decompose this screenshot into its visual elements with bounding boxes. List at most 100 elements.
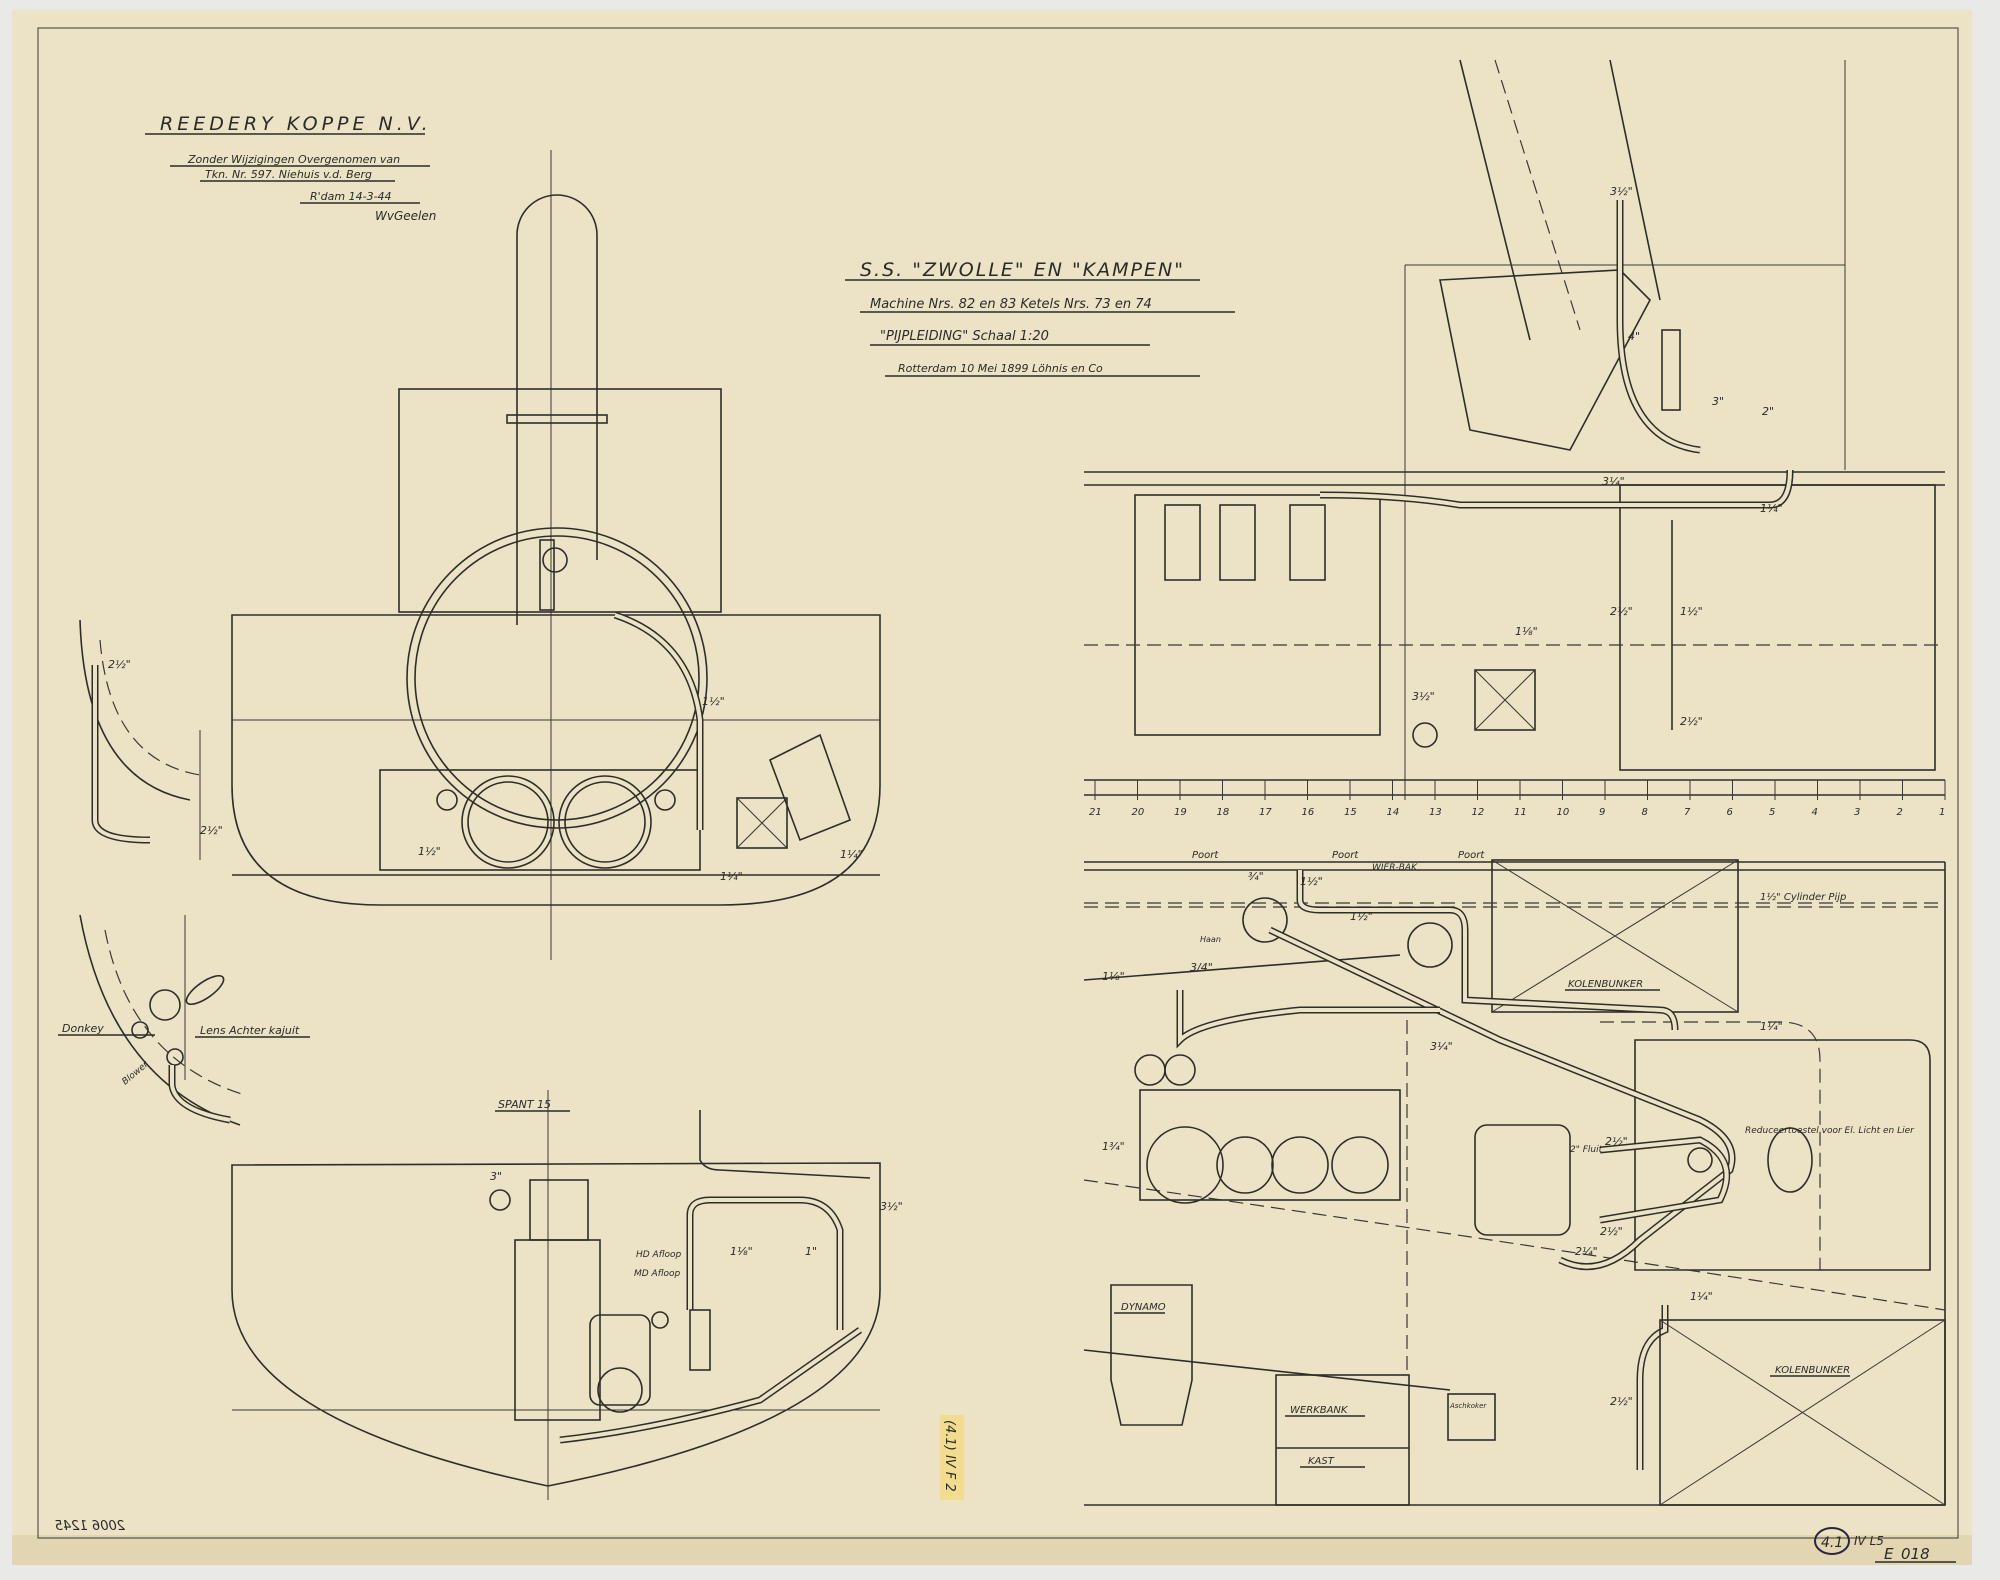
machine-numbers: Machine Nrs. 82 en 83 Ketels Nrs. 73 en … (870, 297, 1152, 312)
label-aschkoker: Aschkoker (1449, 1402, 1487, 1410)
label-hd-afloop: HD Afloop (636, 1250, 682, 1260)
pipe-size-label: 1¼" (840, 848, 863, 861)
pipe-size-label: 1⅛" (730, 1245, 753, 1258)
frame-number: 9 (1599, 807, 1605, 818)
pipe-size-label: 3¼" (1602, 475, 1625, 488)
frame-number: 2 (1897, 807, 1903, 818)
label-donkey: Donkey (62, 1022, 104, 1035)
owner-title: REEDERY KOPPE N.V. (160, 113, 432, 135)
frame-15-cross-section: SPANT 15 HD Afloop MD Afloop 1⅛" 1" 3½" … (231, 1090, 903, 1500)
label-spant-15: SPANT 15 (498, 1098, 551, 1111)
frame-number: 14 (1387, 807, 1400, 818)
frame-number: 7 (1684, 807, 1691, 818)
boiler-cross-section: 1½" 1¼" 1½" 1¼" (231, 150, 881, 960)
pipe-size-label: 1½" (418, 845, 441, 858)
pipe-size-label: 1⅛" (1515, 625, 1538, 638)
frame-number: 8 (1642, 807, 1648, 818)
pipe-size-label: 2¼" (1575, 1245, 1598, 1258)
pipe-size-label: 1½" (1350, 910, 1373, 923)
pipe-size-label: 1¼" (720, 870, 743, 883)
paper (12, 10, 1972, 1565)
frame-number: 15 (1344, 807, 1357, 818)
pipe-size-label: 3½" (880, 1200, 903, 1213)
frame-number: 21 (1089, 807, 1102, 818)
pipe-size-label: 2½" (1610, 1395, 1633, 1408)
archive-tag: (4.1) IV F 2 (940, 1415, 964, 1500)
frame-number: 10 (1557, 807, 1570, 818)
label-cylinder-pijp: 1½" Cylinder Pijp (1760, 891, 1846, 903)
side-sketch-upper: 2½" 2½" (79, 619, 223, 860)
frame-number: 18 (1217, 807, 1230, 818)
pipe-size-label: ¾" (1248, 870, 1264, 883)
pipe-size-label: 2½" (1680, 715, 1703, 728)
pipe-size-label: 3½" (1610, 185, 1633, 198)
frame-number: 17 (1259, 807, 1272, 818)
pipe-size-label: 3½" (1412, 690, 1435, 703)
pencil-number: 2006 1245 (55, 1519, 125, 1534)
stamp-number: E_018 (1884, 1545, 1930, 1564)
label-poort: Poort (1192, 850, 1219, 861)
pipe-size-label: 1¼" (1690, 1290, 1713, 1303)
pipe-size-label: 2" (1762, 405, 1774, 418)
pipe-size-label: 1" (805, 1245, 817, 1258)
frame-number: 3 (1854, 807, 1860, 818)
pipe-size-label: 1¼" (1760, 1020, 1783, 1033)
label-fluit: 2" Fluit (1570, 1145, 1603, 1155)
pipe-size-label: 1½" (1300, 875, 1323, 888)
label-werkbank: WERKBANK (1290, 1405, 1349, 1416)
engine-room-plan: Poort Poort Poort WIER-BAK KOLENBUNKER 1… (1083, 850, 1946, 1506)
frame-number: 20 (1132, 807, 1145, 818)
archive-stamp: 4.1 IV L5 E_018 (1814, 1527, 1956, 1564)
frame-number: 1 (1939, 807, 1945, 818)
drawing-frame (37, 27, 1959, 1539)
pipe-size-label: 3" (1712, 395, 1724, 408)
pipe-size-label: 1½" (702, 695, 725, 708)
drawing-subject: "PIJPLEIDING" Schaal 1:20 (880, 329, 1049, 344)
label-dynamo: DYNAMO (1121, 1302, 1166, 1313)
date: R'dam 14-3-44 (310, 190, 392, 203)
pipe-size-label: 1⅛" (1102, 970, 1125, 983)
label-lens-achter-kajuit: Lens Achter kajuit (200, 1024, 300, 1037)
frame-number: 19 (1174, 807, 1187, 818)
frame-number: 5 (1769, 807, 1775, 818)
ship-name: S.S. "ZWOLLE" EN "KAMPEN" (860, 259, 1185, 281)
pipe-size-label: 1½" (1680, 605, 1703, 618)
note-line-1: Zonder Wijzigingen Overgenomen van (187, 153, 400, 166)
pipe-size-label: 1¾" (1102, 1140, 1125, 1153)
pipe-size-label: 3¼" (1430, 1040, 1453, 1053)
frame-number: 12 (1472, 807, 1485, 818)
label-reduceertoestel: Reduceertoestel voor El. Licht en Lier (1745, 1126, 1915, 1136)
label-poort: Poort (1332, 850, 1359, 861)
frame-number: 11 (1514, 807, 1527, 818)
note-line-2: Tkn. Nr. 597. Niehuis v.d. Berg (205, 168, 372, 181)
pipe-size-label: 3/4" (1190, 961, 1213, 974)
label-kolenbunker-lower: KOLENBUNKER (1775, 1365, 1850, 1376)
frame-number: 16 (1302, 807, 1315, 818)
stamp-circle-text: 4.1 (1821, 1535, 1843, 1551)
label-haan: Haan (1200, 935, 1221, 944)
pipe-size-label: 2½" (200, 824, 223, 837)
title-block: REEDERY KOPPE N.V. Zonder Wijzigingen Ov… (145, 113, 436, 223)
frame-number: 6 (1727, 807, 1733, 818)
label-kolenbunker-upper: KOLENBUNKER (1568, 979, 1643, 990)
label-md-afloop: MD Afloop (634, 1269, 681, 1279)
engine-room-elevation: 3½" 4" 3" 2" 3¼" 1¼" 1⅛" 2½" 1½" 3½" 2½"… (1084, 59, 1946, 818)
label-wierbak: WIER-BAK (1372, 863, 1418, 873)
pipe-size-label: 2½" (1605, 1135, 1628, 1148)
stamp-code: IV L5 (1854, 1534, 1884, 1548)
pipe-size-label: 2½" (108, 658, 131, 671)
drawing-origin: Rotterdam 10 Mei 1899 Löhnis en Co (898, 362, 1103, 375)
archive-tag-text: (4.1) IV F 2 (942, 1420, 957, 1492)
label-kast: KAST (1308, 1456, 1335, 1467)
drawing-title: S.S. "ZWOLLE" EN "KAMPEN" Machine Nrs. 8… (845, 259, 1235, 377)
frame-number: 4 (1812, 807, 1818, 818)
pipe-size-label: 4" (1628, 330, 1640, 343)
signature: WvGeelen (375, 209, 436, 223)
pipe-size-label: 3" (490, 1170, 502, 1183)
label-poort: Poort (1458, 850, 1485, 861)
pipe-size-label: 1¼" (1760, 502, 1783, 515)
pipe-size-label: 2½" (1600, 1225, 1623, 1238)
pipe-size-label: 2½" (1610, 605, 1633, 618)
